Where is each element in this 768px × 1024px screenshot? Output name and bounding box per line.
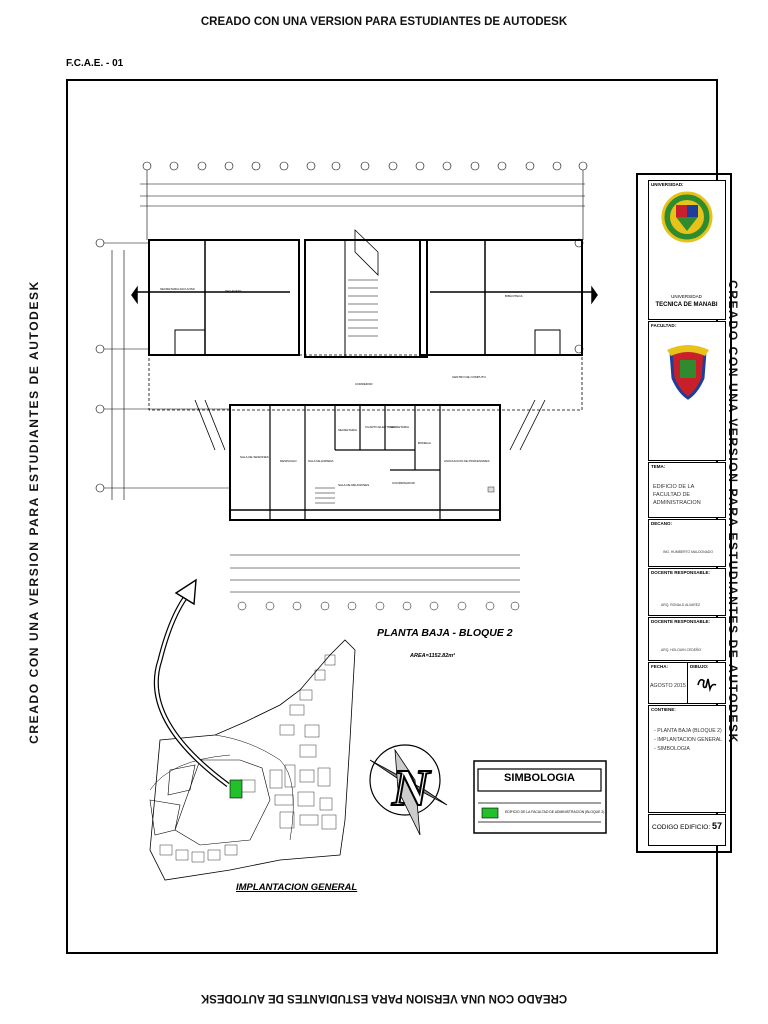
svg-text:SECRETARIA: SECRETARIA	[390, 425, 409, 429]
sheet-code: F.C.A.E. - 01	[66, 58, 124, 69]
simbologia-swatch	[481, 807, 499, 819]
university-name-line2: TECNICA DE MANABI	[655, 302, 718, 308]
tb-tema: TEMA: EDIFICIO DE LA FACULTAD DE ADMINIS…	[648, 462, 726, 518]
tb-dibujo: DIBUJO:	[687, 662, 726, 704]
tb-contiene-item-1: ◦ PLANTA BAJA (BLOQUE 2)	[654, 728, 722, 734]
north-arrow-icon: N	[369, 744, 448, 836]
tb-docente-1: DOCENTE RESPONSABLE: ARQ. RONALD ALVAREZ	[648, 568, 726, 616]
tb-docente-2-label: DOCENTE RESPONSABLE:	[651, 619, 711, 624]
svg-text:DESPACHO: DESPACHO	[280, 459, 297, 463]
svg-text:SECRETARIA: SECRETARIA	[338, 428, 357, 432]
tb-fecha: FECHA: AGOSTO 2015	[648, 662, 688, 704]
tb-docente-1-label: DOCENTE RESPONSABLE:	[651, 570, 711, 575]
svg-text:SALA DE ESPERA: SALA DE ESPERA	[308, 459, 334, 463]
svg-text:SALA DE REUNIONES: SALA DE REUNIONES	[338, 483, 369, 487]
site-plan	[149, 639, 356, 881]
tb-codigo: CODIGO EDIFICIO: 57	[648, 814, 726, 846]
simbologia-title: SIMBOLOGIA	[504, 772, 575, 784]
tb-universidad-label: UNIVERSIDAD:	[651, 182, 684, 187]
simbologia-box	[473, 760, 607, 834]
grid-axis-left	[95, 238, 584, 500]
signature-icon	[697, 678, 717, 693]
simbologia-item: EDIFICIO DE LA FACULTAD DE ADMINISTRACIO…	[505, 810, 605, 814]
tb-contiene-label: CONTIENE:	[651, 707, 676, 712]
tb-decano-name: ING. HUMBERTO MALDONADO	[663, 550, 713, 554]
tb-universidad: UNIVERSIDAD: UNIVERSIDAD TECNICA DE MANA…	[648, 180, 726, 320]
floor-plan: SECRETARIA FACULTAD DECANATO BIBLIOTECA …	[95, 161, 598, 611]
tb-codigo-value: 57	[712, 821, 723, 831]
dimension-lines-bottom	[230, 554, 520, 611]
site-plan-highlight	[229, 779, 243, 799]
tb-decano-label: DECANO:	[651, 521, 672, 526]
implantacion-title: IMPLANTACION GENERAL	[236, 882, 358, 893]
tb-docente-1-name: ARQ. RONALD ALVAREZ	[661, 603, 701, 607]
svg-text:CUARTO ELECTRICO: CUARTO ELECTRICO	[365, 425, 396, 429]
grid-axis-top	[140, 161, 588, 240]
tb-contiene: CONTIENE: ◦ PLANTA BAJA (BLOQUE 2) ◦ IMP…	[648, 705, 726, 813]
svg-text:N: N	[391, 760, 432, 817]
curved-arrow	[153, 596, 230, 788]
svg-text:ASOCIACION DE PROFESORES: ASOCIACION DE PROFESORES	[444, 459, 490, 463]
watermark-top: CREADO CON UNA VERSION PARA ESTUDIANTES …	[200, 16, 568, 28]
tb-fecha-label: FECHA:	[651, 664, 668, 669]
tb-facultad: FACULTAD:	[648, 321, 726, 461]
plan-title: PLANTA BAJA - BLOQUE 2	[377, 627, 513, 639]
tb-tema-text: EDIFICIO DE LA FACULTAD DE ADMINISTRACIO…	[653, 484, 701, 506]
svg-text:CENTRO DE COMPUTO: CENTRO DE COMPUTO	[452, 375, 486, 379]
svg-text:BODEGA: BODEGA	[418, 441, 431, 445]
tb-dibujo-label: DIBUJO:	[690, 664, 709, 669]
title-block	[636, 173, 732, 853]
svg-text:COORDINADOR: COORDINADOR	[392, 481, 416, 485]
svg-text:SALA DE SESIONES: SALA DE SESIONES	[240, 455, 269, 459]
faculty-shield-icon	[667, 345, 709, 400]
plan-area: AREA=1152.82m²	[410, 653, 455, 659]
svg-text:SECRETARIA FACULTAD: SECRETARIA FACULTAD	[160, 287, 196, 291]
svg-text:CORREDOR: CORREDOR	[355, 382, 373, 386]
tb-decano: DECANO: ING. HUMBERTO MALDONADO	[648, 519, 726, 567]
tb-fecha-value: AGOSTO 2015	[650, 683, 686, 689]
svg-text:DECANATO: DECANATO	[225, 289, 242, 293]
tb-tema-label: TEMA:	[651, 464, 666, 469]
tb-docente-2: DOCENTE RESPONSABLE: ARQ. HOLGUIN CEDEÑO	[648, 617, 726, 661]
tb-docente-2-name: ARQ. HOLGUIN CEDEÑO	[661, 648, 702, 652]
university-name-line1: UNIVERSIDAD	[671, 294, 702, 299]
tb-contiene-item-3: ◦ SIMBOLOGIA	[654, 746, 690, 752]
tb-facultad-label: FACULTAD:	[651, 323, 677, 328]
svg-text:BIBLIOTECA: BIBLIOTECA	[505, 294, 523, 298]
university-logo-icon	[661, 191, 713, 243]
tb-contiene-item-2: ◦ IMPLANTACION GENERAL	[654, 737, 723, 743]
section-cut-arrows	[131, 285, 598, 305]
tb-codigo-label: CODIGO EDIFICIO:	[652, 824, 711, 831]
